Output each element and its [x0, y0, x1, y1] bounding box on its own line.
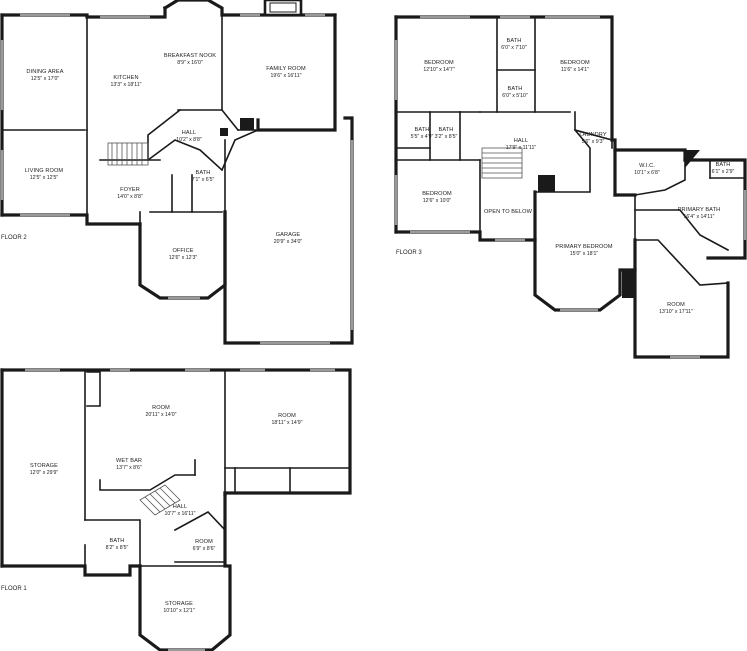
- floor-3-label: FLOOR 3: [396, 250, 422, 256]
- room-label-wic: W.I.C.: [639, 163, 655, 169]
- room-label-bedroom-2: BEDROOM: [560, 60, 590, 66]
- room-dim-living: 12'5" x 12'5": [30, 175, 59, 181]
- room-label-bath: BATH: [110, 538, 125, 544]
- floor-2-plan: DINING AREA 12'5" x 17'0" KITCHEN 13'3" …: [0, 0, 354, 345]
- room-label-bath-3: BATH: [415, 127, 430, 133]
- room-dim-storage-1: 12'0" x 29'9": [30, 470, 59, 476]
- room-dim-bedroom-1: 12'10" x 14'7": [423, 67, 454, 73]
- room-label-room-1: ROOM: [152, 405, 170, 411]
- room-label-room-3: ROOM: [195, 539, 213, 545]
- room-label-bath: BATH: [196, 170, 211, 176]
- room-dim-office: 12'6" x 12'3": [169, 255, 198, 261]
- floor-3-plan: BEDROOM 12'10" x 14'7" BATH 6'0" x 7'10"…: [394, 15, 747, 359]
- floor-1-plan: ROOM 20'11" x 14'0" ROOM 18'11" x 14'9" …: [0, 368, 352, 651]
- room-dim-primary-bedroom: 15'0" x 18'1": [570, 251, 599, 257]
- room-label-primary-bedroom: PRIMARY BEDROOM: [555, 244, 612, 250]
- room-label-wet-bar: WET BAR: [116, 458, 142, 464]
- room-label-bath-2: BATH: [508, 86, 523, 92]
- room-label-foyer: FOYER: [120, 187, 140, 193]
- room-dim-hall: 10'2" x 8'8": [176, 137, 202, 143]
- room-label-bath-1: BATH: [507, 38, 522, 44]
- room-label-open-to-below: OPEN TO BELOW: [484, 209, 533, 215]
- room-label-laundry: LAUNDRY: [579, 132, 606, 138]
- room-dim-foyer: 14'0" x 8'8": [117, 194, 143, 200]
- room-dim-kitchen: 13'3" x 18'11": [111, 82, 142, 88]
- room-dim-bath: 7'1" x 6'5": [192, 177, 215, 183]
- room-dim-bedroom-3: 12'6" x 10'0": [423, 198, 452, 204]
- room-label-garage: GARAGE: [276, 232, 301, 238]
- room-dim-family: 19'6" x 16'11": [271, 73, 302, 79]
- stairs: [139, 484, 181, 516]
- stairs: [107, 142, 149, 166]
- room-dim-bedroom-2: 11'6" x 14'1": [561, 67, 589, 73]
- room-label-room-2: ROOM: [278, 413, 296, 419]
- room-dim-hall: 17'9" x 11'11": [506, 145, 537, 151]
- floor-2-label: FLOOR 2: [1, 235, 27, 241]
- room-label-bath-4: BATH: [439, 127, 454, 133]
- room-dim-hall: 10'7" x 16'11": [165, 511, 196, 517]
- floor-1-label: FLOOR 1: [1, 586, 27, 592]
- room-dim-storage-2: 10'10" x 12'1": [163, 608, 194, 614]
- room-dim-dining: 12'5" x 17'0": [31, 76, 60, 82]
- stairs: [481, 147, 523, 179]
- room-label-room: ROOM: [667, 302, 685, 308]
- room-dim-bath-3: 5'5" x 4'9": [411, 134, 434, 140]
- room-dim-garage: 20'9" x 34'0": [274, 239, 303, 245]
- room-label-hall: HALL: [182, 130, 196, 136]
- room-label-breakfast: BREAKFAST NOOK: [164, 53, 216, 59]
- room-dim-room-3: 6'9" x 8'6": [193, 546, 216, 552]
- room-dim-bath-1: 6'0" x 7'10": [501, 45, 527, 51]
- room-dim-room: 13'10" x 17'11": [659, 309, 693, 315]
- room-dim-wet-bar: 13'7" x 8'6": [116, 465, 142, 471]
- room-dim-room-2: 18'11" x 14'9": [272, 420, 303, 426]
- room-dim-bath-2: 6'0" x 5'10": [502, 93, 528, 99]
- room-label-bedroom-3: BEDROOM: [422, 191, 452, 197]
- room-label-dining: DINING AREA: [26, 69, 63, 75]
- room-label-living: LIVING ROOM: [25, 168, 64, 174]
- room-label-bedroom-1: BEDROOM: [424, 60, 454, 66]
- room-label-bath-5: BATH: [716, 162, 731, 168]
- room-label-storage-2: STORAGE: [165, 601, 193, 607]
- room-dim-wic: 10'1" x 6'8": [634, 170, 660, 176]
- room-dim-bath-5: 6'1" x 2'9": [712, 169, 735, 175]
- room-dim-bath: 8'2" x 8'5": [106, 545, 129, 551]
- room-dim-bath-4: 3'2" x 8'5": [435, 134, 458, 140]
- room-label-hall: HALL: [173, 504, 187, 510]
- room-label-storage-1: STORAGE: [30, 463, 58, 469]
- room-dim-primary-bath: 16'4" x 14'11": [684, 214, 715, 220]
- room-label-office: OFFICE: [172, 248, 193, 254]
- room-label-primary-bath: PRIMARY BATH: [678, 207, 721, 213]
- room-dim-room-1: 20'11" x 14'0": [146, 412, 177, 418]
- room-label-hall: HALL: [514, 138, 528, 144]
- room-label-kitchen: KITCHEN: [113, 75, 138, 81]
- room-dim-laundry: 5'6" x 9'3": [582, 139, 605, 145]
- room-label-family: FAMILY ROOM: [266, 66, 306, 72]
- room-dim-breakfast: 8'9" x 16'0": [177, 60, 203, 66]
